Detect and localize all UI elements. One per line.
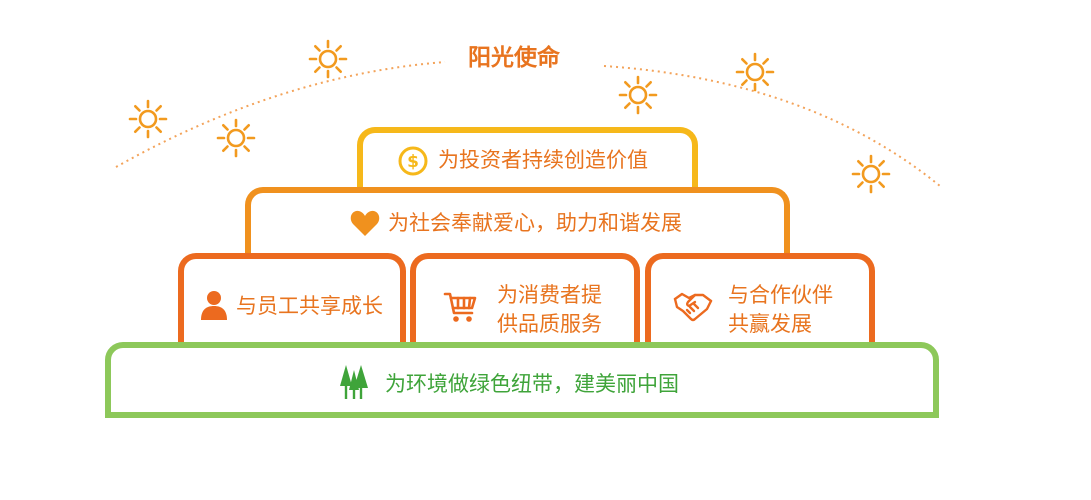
svg-text:$: $: [407, 152, 419, 172]
sun-icon: [308, 39, 348, 79]
tier-third-partners-line1: 与合作伙伴: [728, 283, 833, 307]
tier-third-consumers-line1: 为消费者提: [497, 283, 602, 307]
tier-second-box: [245, 187, 790, 263]
base-tier-box: [105, 342, 939, 418]
tier-third-consumers-line2: 供品质服务: [497, 312, 602, 336]
tier-top-label: 为投资者持续创造价值: [438, 148, 648, 172]
tier-third-box-consumers: [410, 253, 640, 349]
heart-icon: [350, 210, 380, 236]
tier-third-box-employees: [178, 253, 406, 349]
shopping-cart-icon: [443, 292, 477, 322]
tier-third-partners-line2: 共赢发展: [728, 312, 812, 336]
person-icon: [201, 291, 227, 320]
handshake-icon: [673, 292, 713, 322]
trees-icon: [340, 365, 368, 399]
tier-second-label: 为社会奉献爱心，助力和谐发展: [388, 211, 682, 235]
diagram-title: 阳光使命: [468, 45, 560, 71]
sun-icon: [618, 75, 658, 115]
sun-icon: [216, 118, 256, 158]
dollar-coin-icon: $: [398, 146, 428, 176]
sun-icon: [735, 52, 775, 92]
tier-third-employees-label: 与员工共享成长: [236, 294, 383, 318]
base-tier-label: 为环境做绿色纽带，建美丽中国: [385, 372, 679, 396]
sun-icon: [851, 154, 891, 194]
tier-third-box-partners: [645, 253, 875, 349]
sun-icon: [128, 99, 168, 139]
